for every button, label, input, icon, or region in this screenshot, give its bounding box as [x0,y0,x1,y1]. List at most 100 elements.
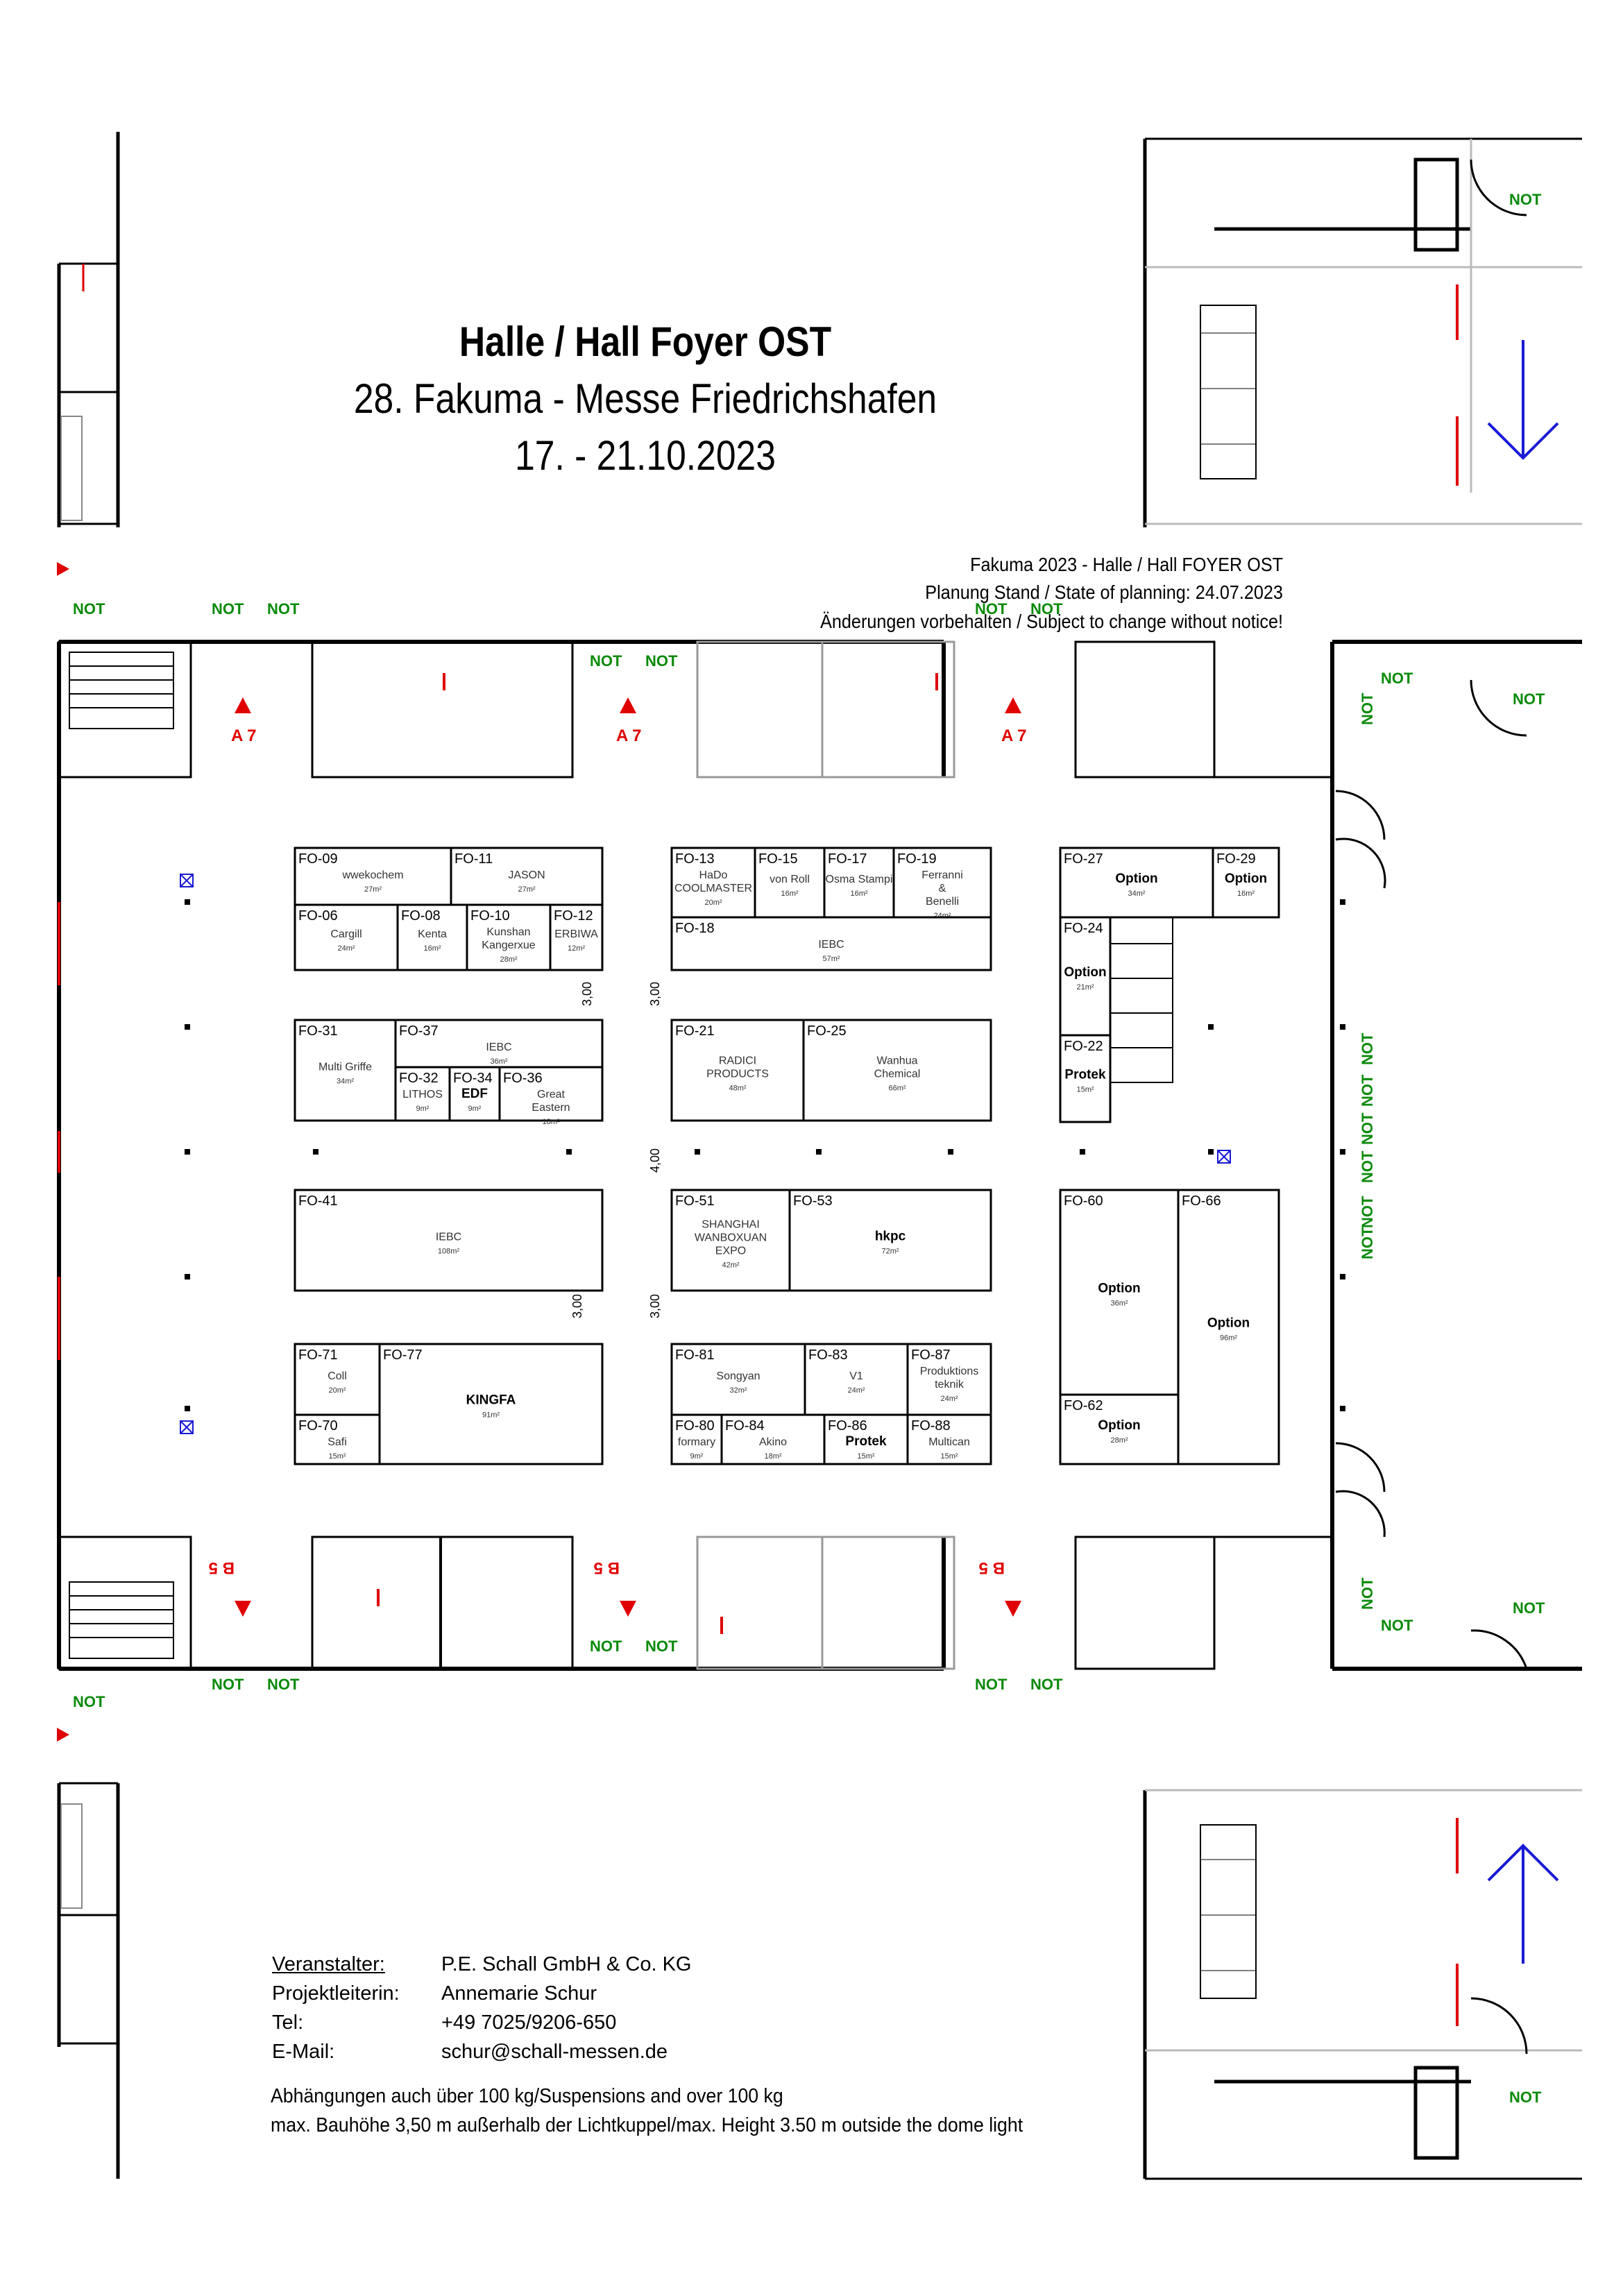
foyer-walls [57,640,1582,1671]
stand-area: 20m² [704,899,722,907]
organizer-value: P.E. Schall GmbH & Co. KG [441,1953,692,1975]
stand-area: 108m² [438,1248,460,1256]
marker-box-icon [180,1420,194,1434]
stand-id: FO-06 [298,908,338,924]
stand-area: 27m² [518,885,535,894]
exit-b5-triangle [620,1601,636,1617]
marker-box-icon [180,874,194,887]
stand-name: wwekochem [341,869,403,881]
stand-id: FO-10 [470,908,510,924]
stand-outline [549,903,604,971]
stand-name: HaDo [699,869,728,881]
stand-name: IEBC [436,1232,461,1243]
not-label: NOT [1513,1599,1545,1617]
not-label: NOT [1030,600,1063,618]
stand-area: 16m² [423,944,441,953]
stand-id: FO-24 [1064,921,1103,936]
stand-outline [802,1019,992,1122]
exit-a7-label: A 7 [231,726,256,745]
stand-name: Songyan [716,1370,760,1382]
exit-a7-triangle [620,697,636,713]
not-label: NOT [73,600,105,618]
stand-name: KINGFA [466,1393,516,1408]
stand-name: & [939,883,946,894]
stand-outline [1059,1034,1112,1123]
stand-id: FO-77 [383,1347,423,1363]
stand-name: teknik [935,1379,965,1391]
stand-name: RADICI [719,1055,756,1067]
stand-area: 16m² [1237,890,1255,898]
stand-area: 24m² [847,1386,865,1395]
stand-id: FO-25 [807,1023,847,1039]
column-dot [1208,1024,1214,1030]
not-label: NOT [645,652,678,670]
stand-name: JASON [508,869,545,881]
exit-a7-label: A 7 [616,726,641,745]
stand-outline [294,1413,381,1465]
stand-area: 18m² [764,1452,781,1461]
dimension-label: 3,00 [570,1294,584,1318]
column-dot [185,899,190,905]
stand-id: FO-36 [503,1071,543,1086]
stand-id: FO-88 [911,1418,951,1434]
dimension-label: 3,00 [648,982,662,1006]
dimensions: 3,00 3,00 4,00 3,00 3,00 [570,982,662,1318]
stand-outline [1059,847,1214,919]
stand-area: 21m² [1076,983,1094,992]
not-label: NOT [1359,1577,1376,1610]
marker-box-icon [1217,1150,1231,1164]
stand-area: 27m² [364,885,382,894]
stand-id: FO-84 [725,1418,765,1434]
stand-name: WANBOXUAN [695,1232,767,1244]
left-upper-building [57,132,120,527]
not-label: NOT [1513,690,1545,708]
email-label: E-Mail: [272,2041,335,2063]
email-link[interactable]: schur@schall-messen.de [441,2041,668,2063]
stand-name: IEBC [818,939,844,951]
stand-name: Option [1207,1316,1250,1331]
stand-outline [788,1189,992,1292]
stand-area: 36m² [1110,1300,1128,1308]
bottom-rooms [58,1536,1216,1670]
stand-area: 91m² [482,1411,500,1420]
